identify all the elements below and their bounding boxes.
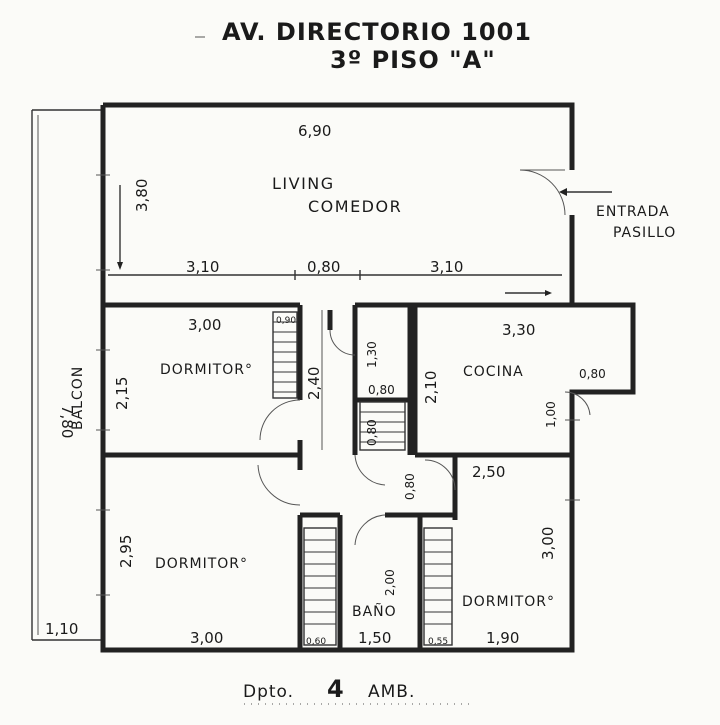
room-label-dormitorio-3: DORMITOR° — [462, 594, 555, 610]
dim-dorm2-closet: 0,60 — [306, 637, 326, 647]
dim-hall-room-depth: 1,30 — [365, 341, 379, 368]
dim-hall-closet: 0,80 — [365, 419, 379, 446]
dimension-lines — [108, 185, 562, 450]
dim-dorm1-width: 3,00 — [188, 316, 221, 334]
balcony — [31, 109, 102, 641]
dim-dorm3-closet: 0,55 — [428, 637, 448, 647]
dim-living-seg-mid: 0,80 — [307, 258, 340, 276]
dim-balcon-length: 7,80 — [58, 405, 76, 438]
closet-hall — [359, 401, 406, 451]
dim-dorm1-depth: 2,15 — [113, 377, 131, 410]
window-marks — [96, 174, 580, 596]
room-label-cocina: COCINA — [463, 364, 524, 380]
title-address: AV. DIRECTORIO 1001 — [222, 18, 532, 46]
dim-dorm2-width: 3,00 — [190, 629, 223, 647]
dim-cocina-width: 3,30 — [502, 321, 535, 339]
closet-dorm3 — [423, 527, 453, 646]
footer-prefix: Dpto. — [243, 682, 294, 702]
entrance-label-line2: PASILLO — [613, 225, 676, 241]
dim-hall-room-width: 0,80 — [368, 383, 395, 397]
closet-dorm2 — [303, 527, 337, 646]
dim-bano-width: 1,50 — [358, 629, 391, 647]
dim-hall-passage: 0,80 — [403, 473, 417, 500]
dim-balcon-width: 1,10 — [45, 620, 78, 638]
room-label-dormitorio-1: DORMITOR° — [160, 362, 253, 378]
entrance-arrow — [559, 188, 612, 196]
room-label-dormitorio-2: DORMITOR° — [155, 556, 248, 572]
footer-number: 4 — [327, 675, 344, 703]
title-floor: 3º PISO "A" — [330, 46, 496, 74]
dim-bano-depth: 2,00 — [383, 569, 397, 596]
dim-dorm2-depth: 2,95 — [117, 535, 135, 568]
room-label-bano: BAÑO — [352, 603, 397, 620]
dim-hall-length: 2,40 — [305, 367, 323, 400]
dim-dorm3-depth: 3,00 — [539, 527, 557, 560]
dim-dorm3-top-width: 2,50 — [472, 463, 505, 481]
closet-dorm1 — [272, 311, 298, 399]
entrance-label-line1: ENTRADA — [596, 204, 670, 220]
dim-cocina-depth: 2,10 — [422, 371, 440, 404]
dim-living-seg-right: 3,10 — [430, 258, 463, 276]
door-swings — [257, 169, 591, 546]
dim-dorm3-width: 1,90 — [486, 629, 519, 647]
dim-dorm1-closet: 0,90 — [276, 316, 296, 326]
dim-living-seg-left: 3,10 — [186, 258, 219, 276]
room-label-living: LIVING — [272, 174, 335, 193]
room-label-balcon: BALCON — [70, 366, 86, 430]
footer-suffix: AMB. — [368, 682, 415, 702]
room-label-comedor: COMEDOR — [308, 197, 402, 216]
dim-living-depth: 3,80 — [133, 179, 151, 212]
dim-living-width: 6,90 — [298, 122, 331, 140]
dim-cocina-notch-depth: 1,00 — [544, 401, 558, 428]
dim-cocina-notch-width: 0,80 — [579, 367, 606, 381]
